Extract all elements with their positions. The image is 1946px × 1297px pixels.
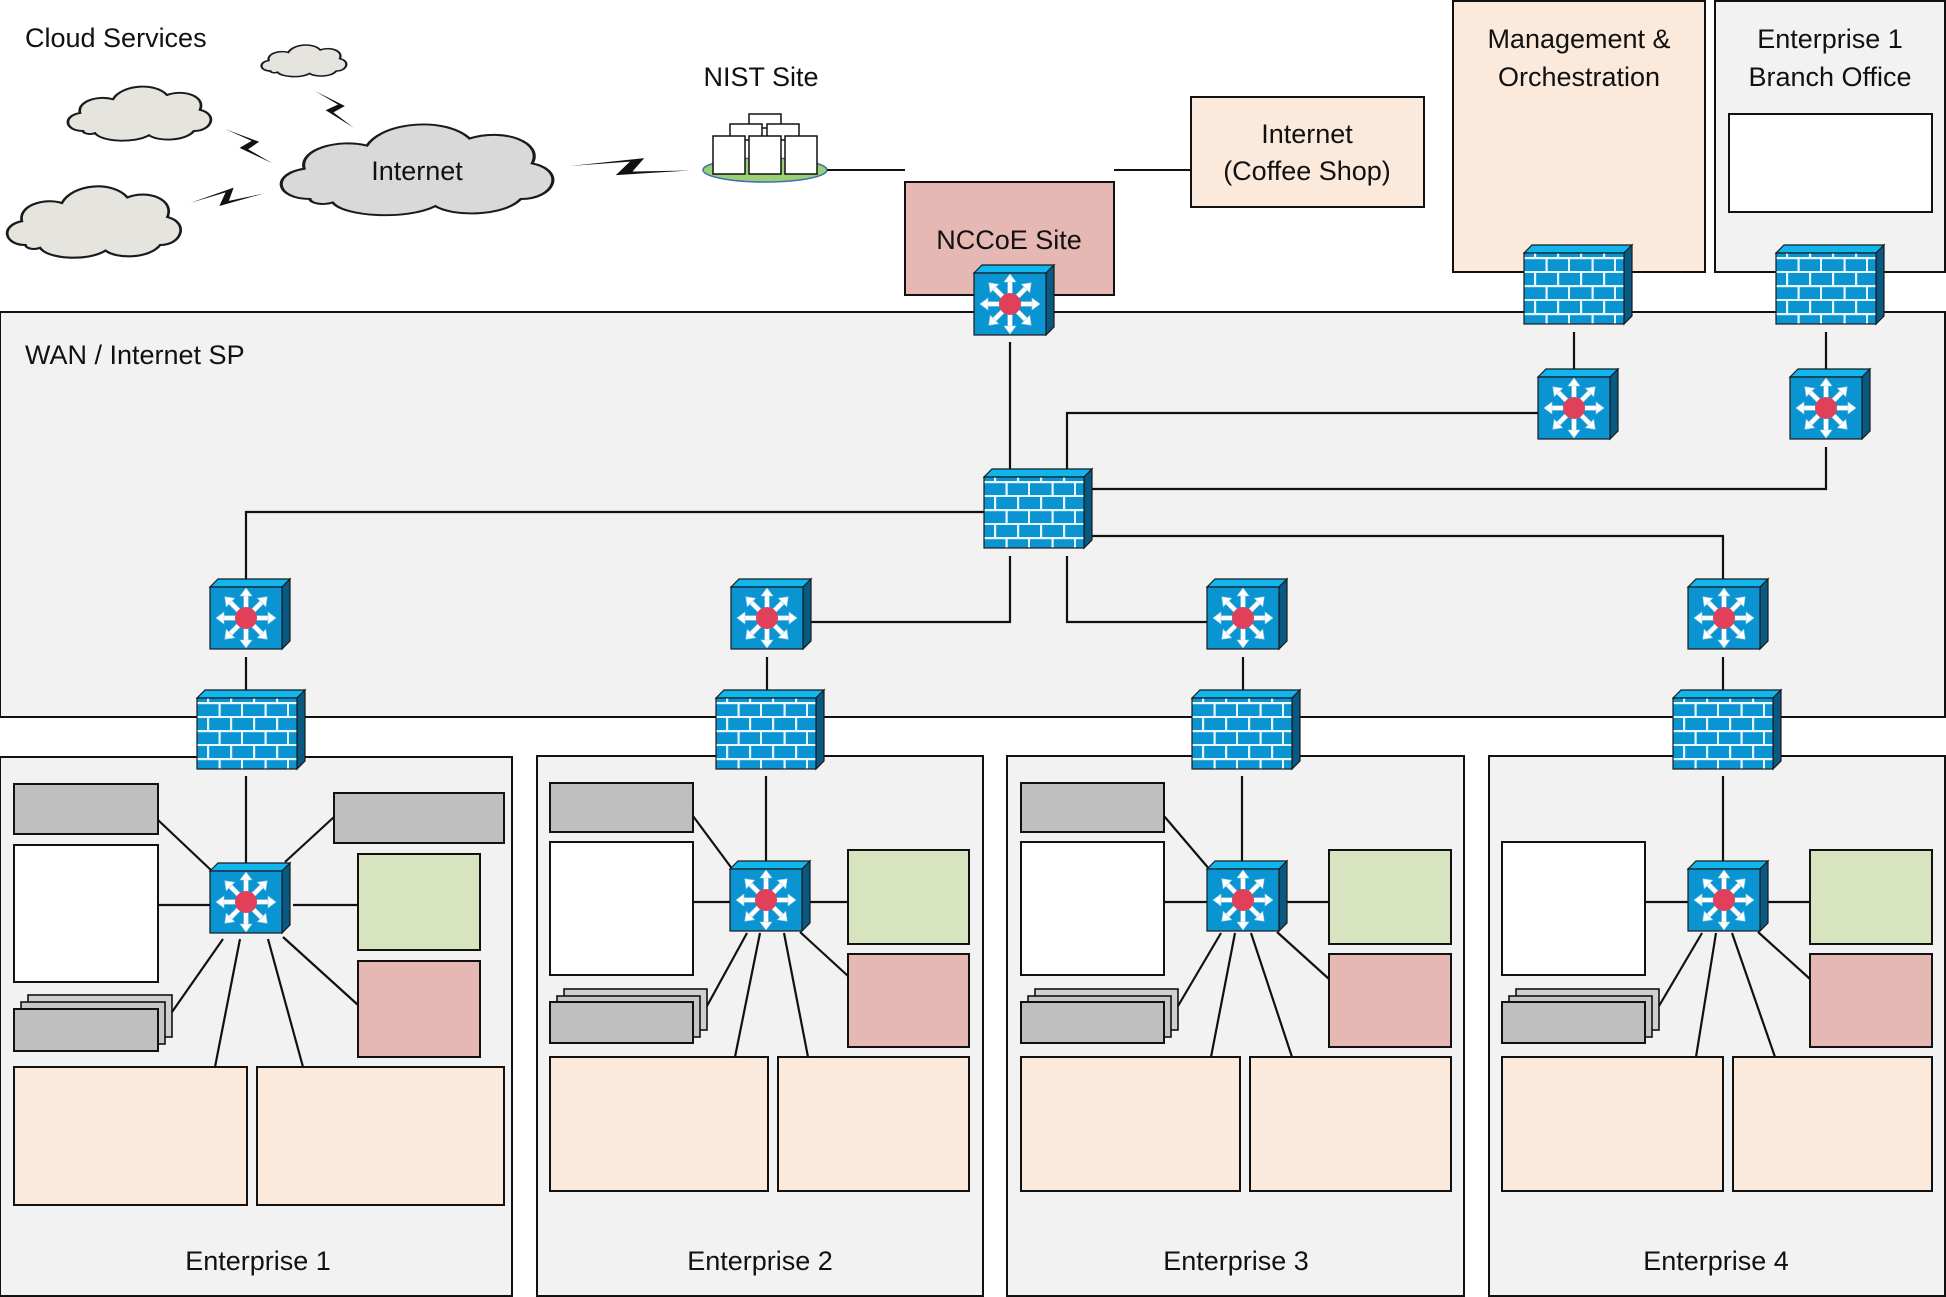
branch-switch-icon [1790, 369, 1870, 439]
enterprise-3-switch-icon [1207, 861, 1287, 931]
peach-zone-box [549, 1056, 769, 1192]
network-links [157, 332, 1828, 1068]
green-device-box [847, 849, 970, 945]
lightning-link-icon [309, 86, 361, 131]
branch-label-line2: Branch Office [1748, 62, 1911, 92]
nist-site-label: NIST Site [703, 62, 818, 92]
central-firewall-icon [983, 468, 1093, 549]
enterprise-4-switch-icon [1688, 861, 1768, 931]
green-device-box [1809, 849, 1933, 945]
wan-switch-e2-icon [731, 579, 811, 649]
lightning-link-icon [188, 181, 265, 212]
gray-device-box [549, 782, 694, 833]
peach-zone-box [13, 1066, 248, 1206]
nccoe-site-label: NCCoE Site [936, 225, 1082, 255]
enterprise-1-firewall-icon [196, 689, 306, 770]
enterprise-label: Enterprise 4 [1643, 1246, 1789, 1276]
enterprise-1-switch-icon [210, 863, 290, 933]
stacked-device-boxes [549, 988, 708, 1044]
enterprise-1-container: Enterprise 1 [0, 756, 513, 1297]
enterprise-3-container: Enterprise 3 [1006, 755, 1465, 1297]
management-orchestration-box: Management & Orchestration [1452, 0, 1706, 273]
cloud-icon [66, 85, 213, 142]
peach-zone-box [1501, 1056, 1724, 1192]
pink-device-box [1809, 953, 1933, 1048]
wan-switch-e4-icon [1688, 579, 1768, 649]
wan-switch-e3-icon [1207, 579, 1287, 649]
stacked-device-boxes [1501, 988, 1660, 1044]
internet-cloud: Internet [279, 122, 555, 217]
enterprise-2-container: Enterprise 2 [536, 755, 984, 1297]
branch-device-box [1728, 113, 1933, 213]
branch-firewall-icon [1775, 244, 1885, 325]
mgmt-switch-icon [1538, 369, 1618, 439]
branch-label-line1: Enterprise 1 [1757, 24, 1903, 54]
coffee-shop-label-line2: (Coffee Shop) [1223, 156, 1391, 186]
peach-zone-box [1249, 1056, 1452, 1192]
internet-cloud-label: Internet [371, 156, 463, 186]
stacked-device-boxes [1020, 988, 1179, 1044]
green-device-box [357, 853, 481, 951]
gray-device-box [1020, 782, 1165, 833]
lightning-link-icon [220, 123, 279, 166]
cloud-icon [260, 43, 348, 78]
cloud-services-label: Cloud Services [25, 23, 207, 53]
enterprise-label: Enterprise 2 [687, 1246, 833, 1276]
mgmt-label-line1: Management & [1487, 24, 1670, 54]
lightning-link-icon [569, 157, 691, 176]
white-device-box [1020, 841, 1165, 976]
server-cluster-icon [702, 113, 828, 183]
mgmt-label-line2: Orchestration [1498, 62, 1660, 92]
enterprise-label: Enterprise 3 [1163, 1246, 1309, 1276]
mgmt-firewall-icon [1523, 244, 1633, 325]
peach-zone-box [256, 1066, 505, 1206]
coffee-shop-box: Internet (Coffee Shop) [1190, 96, 1425, 208]
gray-device-box [333, 792, 505, 844]
nccoe-switch-icon [974, 265, 1054, 335]
pink-device-box [847, 953, 970, 1048]
white-device-box [1501, 841, 1646, 976]
peach-zone-box [777, 1056, 970, 1192]
wan-label: WAN / Internet SP [25, 340, 245, 370]
enterprise-4-firewall-icon [1672, 689, 1782, 770]
branch-office-box: Enterprise 1 Branch Office [1714, 0, 1946, 273]
cloud-icon [5, 185, 182, 260]
coffee-shop-label-line1: Internet [1261, 119, 1353, 149]
peach-zone-box [1732, 1056, 1933, 1192]
enterprise-3-firewall-icon [1191, 689, 1301, 770]
pink-device-box [1328, 953, 1452, 1048]
enterprise-label: Enterprise 1 [185, 1246, 331, 1276]
gray-device-box [13, 783, 159, 835]
enterprise-2-switch-icon [730, 861, 810, 931]
white-device-box [549, 841, 694, 976]
green-device-box [1328, 849, 1452, 945]
peach-zone-box [1020, 1056, 1241, 1192]
pink-device-box [357, 960, 481, 1058]
enterprise-4-container: Enterprise 4 [1488, 755, 1946, 1297]
wan-switch-e1-icon [210, 579, 290, 649]
white-device-box [13, 844, 159, 983]
wan-container: WAN / Internet SP [0, 311, 1946, 718]
enterprise-2-firewall-icon [715, 689, 825, 770]
stacked-device-boxes [13, 994, 173, 1052]
